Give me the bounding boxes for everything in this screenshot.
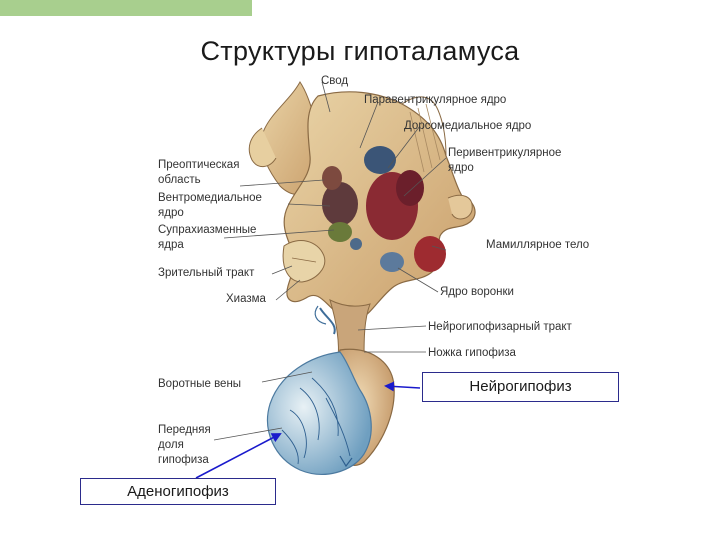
label-anterior-lobe-3: гипофиза	[158, 454, 209, 466]
label-preoptic-2: область	[158, 174, 201, 186]
nuclei	[322, 146, 446, 272]
adenohypophysis-arrow	[195, 433, 282, 479]
label-infundibular: Ядро воронки	[440, 286, 514, 298]
optic-chiasm	[282, 240, 326, 283]
leader-lines	[213, 81, 447, 441]
label-neurohypophyseal-tract: Нейрогипофизарный тракт	[428, 321, 573, 333]
label-periventricular-1: Перивентрикулярное	[448, 147, 561, 159]
ventromedial-nucleus	[322, 182, 358, 226]
neurohypophysis-box: Нейрогипофиз	[422, 372, 619, 402]
label-chiasm: Хиазма	[226, 293, 267, 305]
label-pituitary-stalk: Ножка гипофиза	[428, 347, 517, 359]
slide-title: Структуры гипоталамуса	[200, 36, 520, 66]
anterior-lobe	[266, 351, 372, 475]
suprachiasmatic-nucleus	[328, 222, 352, 242]
label-anterior-lobe-1: Передняя	[158, 424, 211, 436]
label-mamillary: Мамиллярное тело	[486, 239, 589, 251]
label-suprachiasmatic-1: Супрахиазменные	[158, 224, 256, 236]
periventricular-nucleus	[396, 170, 424, 206]
label-paraventricular: Паравентрикулярное ядро	[364, 94, 506, 106]
label-optic-tract: Зрительный тракт	[158, 267, 255, 279]
label-ventromedial-2: ядро	[158, 207, 184, 219]
label-portal-veins: Воротные вены	[158, 378, 241, 390]
label-svod: Свод	[321, 75, 348, 87]
arrows	[195, 381, 421, 479]
label-ventromedial-1: Вентромедиальное	[158, 192, 262, 204]
paraventricular-nucleus	[364, 146, 396, 174]
label-suprachiasmatic-2: ядра	[158, 239, 184, 251]
label-periventricular-2: ядро	[448, 162, 474, 174]
infundibular-nucleus	[380, 252, 404, 272]
preoptic-area	[322, 166, 342, 190]
accent-bar	[0, 0, 252, 16]
adenohypophysis-box: Аденогипофиз	[80, 478, 276, 505]
label-anterior-lobe-2: доля	[158, 439, 184, 451]
mamillary-body	[414, 236, 446, 272]
neurohypophysis-arrow	[384, 381, 421, 392]
label-preoptic-1: Преоптическая	[158, 159, 239, 171]
label-dorsomedial: Дорсомедиальное ядро	[404, 120, 531, 132]
